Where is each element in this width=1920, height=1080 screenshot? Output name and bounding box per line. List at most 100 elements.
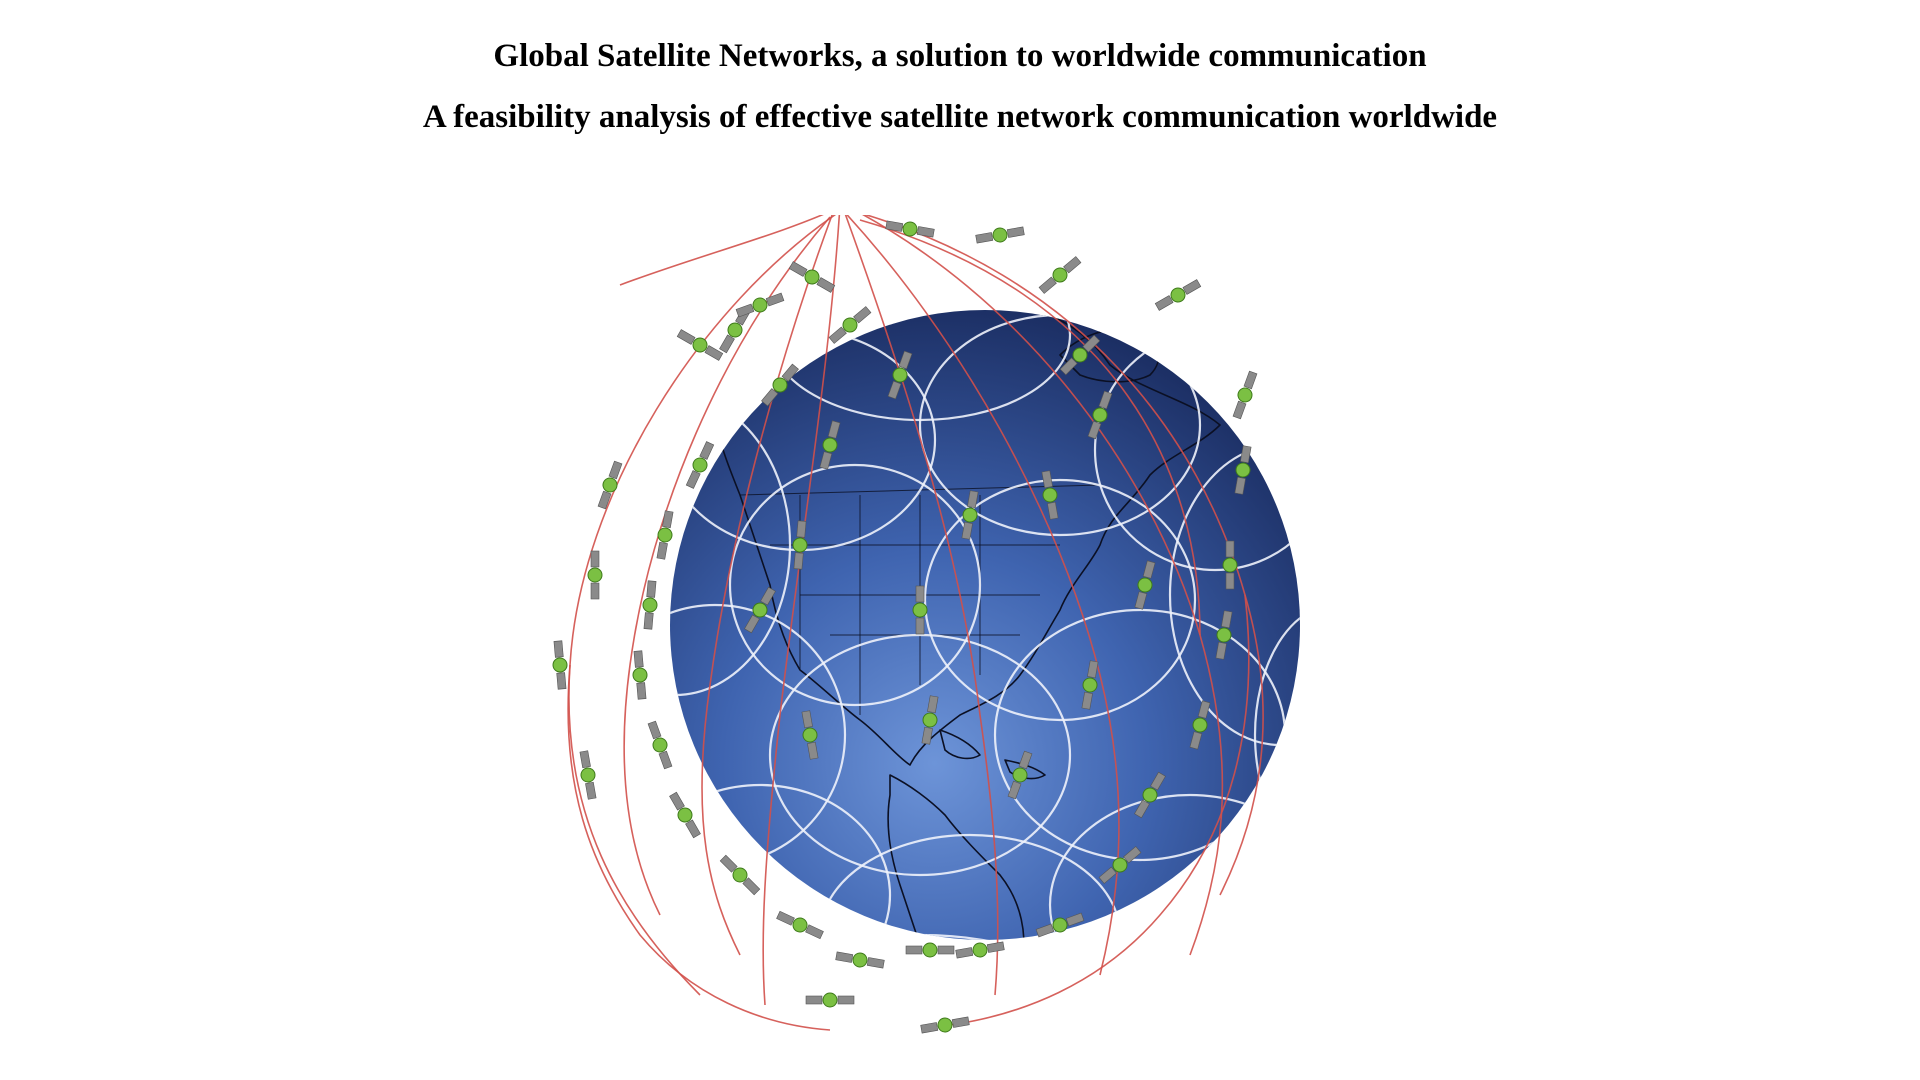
satellite-body: [1042, 487, 1058, 503]
solar-panel: [955, 947, 974, 959]
solar-panel: [1232, 400, 1247, 420]
solar-panel: [553, 640, 564, 658]
solar-panel: [819, 451, 833, 470]
satellites: [552, 220, 1258, 1034]
solar-panel: [1221, 610, 1233, 629]
solar-panel: [920, 1022, 939, 1034]
satellite-icon: [975, 226, 1025, 244]
satellite-body: [632, 667, 648, 683]
solar-panel: [735, 303, 755, 318]
solar-panel: [801, 710, 813, 729]
satellite-icon: [835, 951, 885, 969]
solar-panel: [1240, 445, 1252, 464]
satellite-icon: [632, 650, 648, 700]
coverage-footprint: [748, 933, 1092, 940]
solar-panel: [636, 682, 647, 700]
solar-panel: [719, 854, 738, 873]
satellite-body: [1072, 347, 1088, 363]
satellite-body: [802, 727, 818, 743]
satellite-body: [677, 807, 693, 823]
satellite-body: [580, 767, 596, 783]
orbit-path: [568, 215, 837, 996]
satellite-body: [692, 457, 708, 473]
solar-panel: [1142, 560, 1156, 579]
solar-panel: [853, 306, 872, 324]
solar-panel: [590, 582, 600, 600]
satellite-icon: [656, 510, 674, 560]
satellite-body: [1216, 627, 1232, 643]
coverage-footprint: [728, 463, 982, 707]
document-subtitle: A feasibility analysis of effective sate…: [422, 99, 1498, 135]
satellite-icon: [642, 580, 658, 630]
satellite-icon: [1041, 470, 1059, 520]
solar-panel: [646, 580, 657, 598]
satellite-body: [902, 221, 918, 237]
orbit-path: [701, 215, 833, 956]
solar-panel: [828, 326, 847, 344]
solar-panel: [805, 924, 824, 940]
orbit-paths: [567, 215, 1264, 1031]
satellite-body: [1170, 287, 1186, 303]
satellite-body: [842, 317, 858, 333]
satellite-icon: [885, 220, 935, 238]
solar-panel: [1047, 501, 1059, 520]
solar-panel: [699, 441, 715, 460]
solar-panel: [1065, 912, 1085, 927]
solar-panel: [1098, 390, 1113, 410]
satellite-icon: [1035, 912, 1085, 938]
satellite-body: [732, 867, 748, 883]
solar-panel: [761, 388, 779, 407]
satellite-icon: [744, 586, 776, 634]
solar-panel: [937, 945, 955, 955]
solar-panel: [1243, 370, 1258, 390]
satellite-icon: [1154, 279, 1202, 311]
satellite-icon: [1222, 540, 1238, 590]
satellite-icon: [1189, 700, 1211, 750]
satellite-icon: [805, 992, 855, 1008]
satellite-icon: [1087, 390, 1113, 440]
satellite-icon: [1234, 445, 1252, 495]
solar-panel: [1006, 226, 1025, 238]
satellite-icon: [792, 520, 808, 570]
solar-panel: [915, 617, 925, 635]
satellite-icon: [587, 550, 603, 600]
solar-panel: [1087, 660, 1099, 679]
solar-panel: [1154, 295, 1174, 311]
solar-panel: [1197, 700, 1211, 719]
orbit-path: [846, 215, 1120, 976]
solar-panel: [585, 781, 597, 800]
satellite-body: [587, 567, 603, 583]
satellite-body: [1192, 717, 1208, 733]
coverage-footprint: [1048, 793, 1300, 940]
solar-panel: [1063, 256, 1082, 274]
solar-panel: [685, 470, 701, 489]
satellite-icon: [788, 261, 836, 293]
satellite-icon: [1134, 560, 1156, 610]
solar-panel: [885, 220, 904, 232]
solar-panel: [669, 791, 685, 811]
satellite-body: [1142, 787, 1158, 803]
satellite-body: [992, 227, 1008, 243]
satellite-body: [892, 367, 908, 383]
solar-panel: [590, 550, 600, 568]
satellite-icon: [801, 710, 819, 760]
solar-panel: [760, 586, 776, 606]
satellite-body: [852, 952, 868, 968]
solar-panel: [1081, 691, 1093, 710]
orbit-path: [859, 219, 1201, 636]
satellite-body: [752, 297, 768, 313]
coverage-footprint: [670, 783, 892, 940]
solar-panel: [685, 819, 701, 839]
satellite-icon: [1232, 370, 1258, 420]
solar-panel: [915, 585, 925, 603]
satellite-body: [602, 477, 618, 493]
satellite-body: [1082, 677, 1098, 693]
satellite-icon: [669, 791, 701, 839]
solar-panel: [1182, 279, 1202, 295]
satellite-body: [822, 992, 838, 1008]
continent-outline: [887, 774, 1025, 940]
solar-panel: [1234, 476, 1246, 495]
satellite-body: [792, 537, 808, 553]
solar-panel: [704, 345, 724, 361]
satellite-body: [1222, 557, 1238, 573]
